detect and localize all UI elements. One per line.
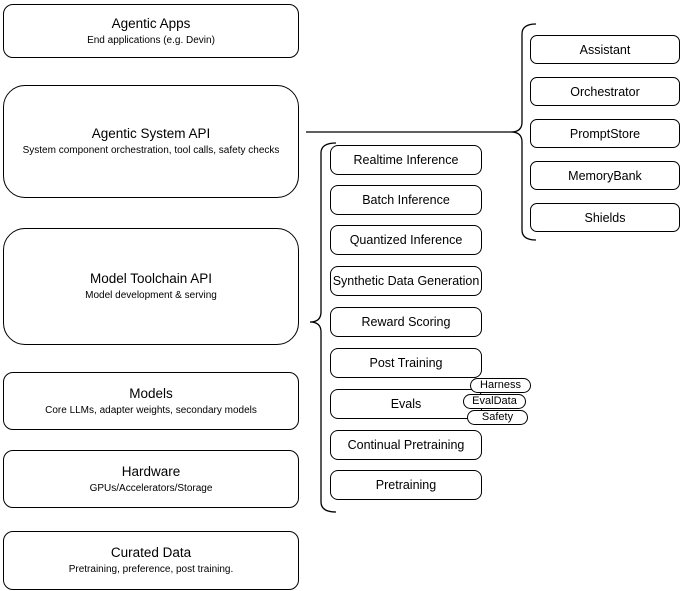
eval-tag-pill-safety: Safety: [467, 410, 528, 425]
component-box-orchestrator: Orchestrator: [530, 77, 680, 106]
toolchain-box-realtime-inference: Realtime Inference: [330, 145, 482, 175]
layer-title: Agentic Apps: [111, 15, 191, 31]
layer-title: Model Toolchain API: [89, 271, 213, 286]
toolchain-box-reward-scoring: Reward Scoring: [330, 307, 482, 337]
toolchain-box-quantized-inference: Quantized Inference: [330, 225, 482, 255]
toolchain-box-pretraining: Pretraining: [330, 470, 482, 500]
layer-title: Agentic System API: [91, 126, 211, 141]
layer-box-agentic-system-api: Agentic System API System component orch…: [3, 85, 299, 198]
layer-box-curated-data: Curated Data Pretraining, preference, po…: [3, 531, 299, 590]
layer-box-models: Models Core LLMs, adapter weights, secon…: [3, 372, 299, 430]
layer-title: Curated Data: [110, 545, 192, 560]
layer-subtitle: System component orchestration, tool cal…: [22, 145, 280, 156]
layer-subtitle: End applications (e.g. Devin): [87, 34, 215, 46]
toolchain-box-post-training: Post Training: [330, 348, 482, 378]
layer-box-hardware: Hardware GPUs/Accelerators/Storage: [3, 450, 299, 508]
layer-subtitle: GPUs/Accelerators/Storage: [89, 482, 213, 494]
layer-title: Hardware: [121, 463, 181, 479]
eval-tag-pill-harness: Harness: [470, 378, 531, 393]
component-box-shields: Shields: [530, 203, 680, 232]
component-box-assistant: Assistant: [530, 35, 680, 64]
component-box-promptstore: PromptStore: [530, 119, 680, 148]
toolchain-box-evals: Evals: [330, 389, 482, 419]
layer-box-agentic-apps: Agentic Apps End applications (e.g. Devi…: [3, 4, 299, 58]
layer-subtitle: Core LLMs, adapter weights, secondary mo…: [45, 404, 257, 416]
toolchain-box-batch-inference: Batch Inference: [330, 185, 482, 215]
component-box-memorybank: MemoryBank: [530, 161, 680, 190]
layer-title: Models: [129, 385, 173, 401]
toolchain-box-continual-pretraining: Continual Pretraining: [330, 430, 482, 460]
eval-tag-pill-evaldata: EvalData: [463, 394, 526, 409]
toolchain-box-synthetic-data-generation: Synthetic Data Generation: [330, 266, 482, 296]
layer-box-model-toolchain-api: Model Toolchain API Model development & …: [3, 228, 299, 345]
layer-subtitle: Pretraining, preference, post training.: [68, 564, 234, 575]
layer-subtitle: Model development & serving: [85, 290, 217, 301]
